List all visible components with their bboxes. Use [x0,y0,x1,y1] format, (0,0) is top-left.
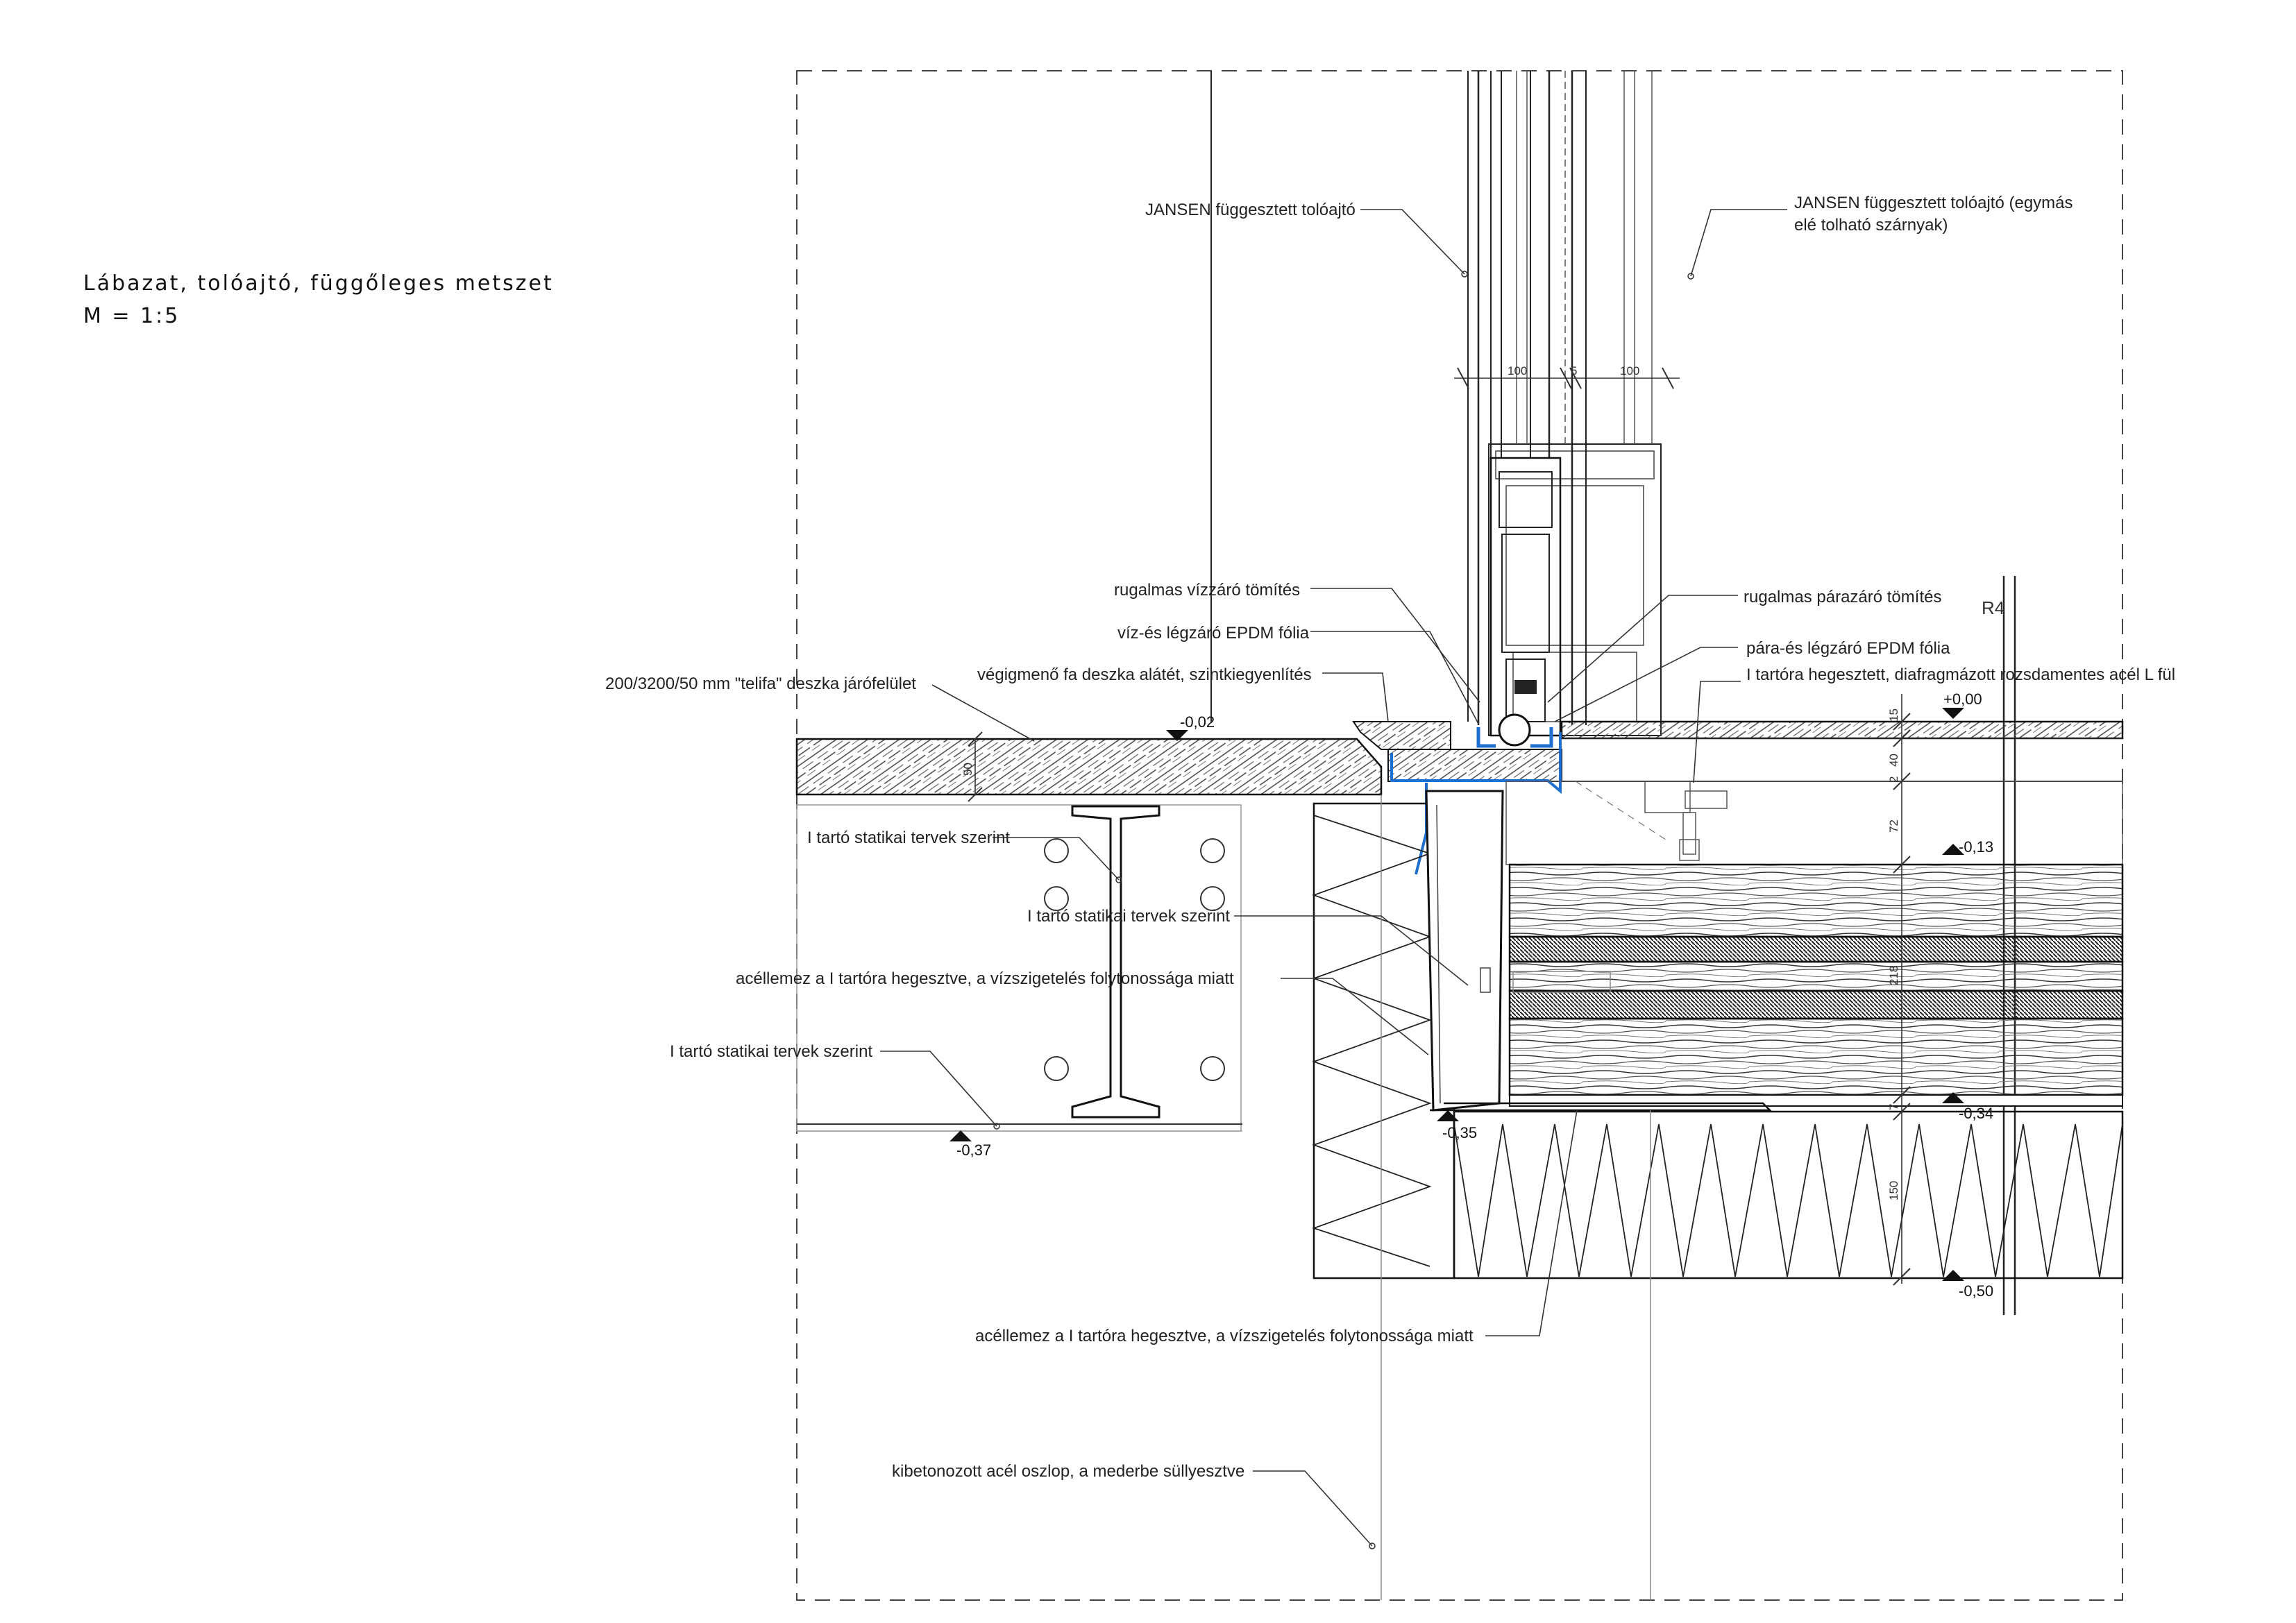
label-jansen-sliding-2: elé tolható szárnyak) [1794,216,1948,235]
label-vapour-seal: rugalmas párazáró tömítés [1744,588,1941,606]
level-034-text: -0,34 [1959,1105,1993,1122]
floor-build-up [1471,781,2124,1112]
label-i-beam-1: I tartó statikai tervek szerint [807,829,1010,847]
level-marker-deck: -0,02 [1166,713,1215,741]
label-wood-shim: végigmenő fa deszka alátét, szintkiegyen… [977,665,1312,684]
label-steel-column: kibetonozott acél oszlop, a mederbe süll… [892,1462,1244,1481]
level-marker-floor: +0,00 [1942,690,1982,719]
label-i-beam-2: I tartó statikai tervek szerint [1027,907,1230,926]
dim-board: 50 [961,763,974,776]
level-marker-035: -0,35 [1437,1110,1477,1141]
label-steel-plate-2: acéllemez a I tartóra hegesztve, a vízsz… [975,1327,1474,1345]
dim-gap: 5 [1571,364,1577,377]
label-steel-plate-1: acéllemez a I tartóra hegesztve, a vízsz… [736,969,1234,988]
level-035-text: -0,35 [1442,1124,1477,1141]
level-floor-text: +0,00 [1943,690,1982,708]
dim-frame-a: 100 [1508,364,1527,377]
level-marker-037: -0,37 [949,1130,991,1159]
detail-boundary [796,70,2123,1601]
label-jansen-door: JANSEN függesztett tolóajtó [1145,201,1356,219]
drawing-scale: M = 1:5 [83,304,180,328]
level-deck-text: -0,02 [1180,713,1215,731]
level-marker-013: -0,13 [1942,838,1993,856]
level-marker-050: -0,50 [1942,1270,1993,1300]
insulation-zigzag [1453,1110,2124,1280]
dim-15: 15 [1887,708,1900,722]
grid-axis-label: R4 [1982,597,2004,618]
level-037-text: -0,37 [956,1141,991,1159]
label-deck-board: 200/3200/50 mm "telifa" deszka járófelül… [605,674,916,693]
level-050-text: -0,50 [1959,1282,1993,1300]
vertical-dimension-chain: 15 40 2 72 218 7 150 [1887,694,1911,1286]
label-steel-l-tab: I tartóra hegesztett, diafragmázott rozs… [1746,665,2175,684]
dim-72: 72 [1887,819,1900,833]
i-beam-profile [796,804,1242,1132]
dim-frame-b: 100 [1620,364,1639,377]
label-vapour-air-epdm: pára-és légzáró EPDM fólia [1746,639,1950,658]
dim-7: 7 [1887,1104,1900,1110]
dim-150: 150 [1887,1181,1900,1200]
level-marker-034: -0,34 [1942,1092,1993,1122]
dim-218: 218 [1887,966,1900,985]
label-jansen-sliding-1: JANSEN függesztett tolóajtó (egymás [1794,194,2073,212]
door-frame-sliding [1477,71,1587,737]
label-water-air-epdm: víz-és légzáró EPDM fólia [1117,624,1310,643]
board-dimension: 50 [961,731,983,802]
dim-40: 40 [1887,754,1900,767]
frame-dimension-line: 100 5 100 [1454,364,1680,389]
label-i-beam-3: I tartó statikai tervek szerint [670,1042,872,1061]
drawing-title: Lábazat, tolóajtó, függőleges metszet [83,271,554,296]
steel-plate-channel [1425,790,1773,1112]
level-013-text: -0,13 [1959,838,1993,856]
label-water-seal: rugalmas vízzáró tömítés [1114,581,1300,600]
dim-2: 2 [1887,776,1900,783]
leader-lines [880,209,1787,1549]
deck-board-section [795,720,2124,796]
